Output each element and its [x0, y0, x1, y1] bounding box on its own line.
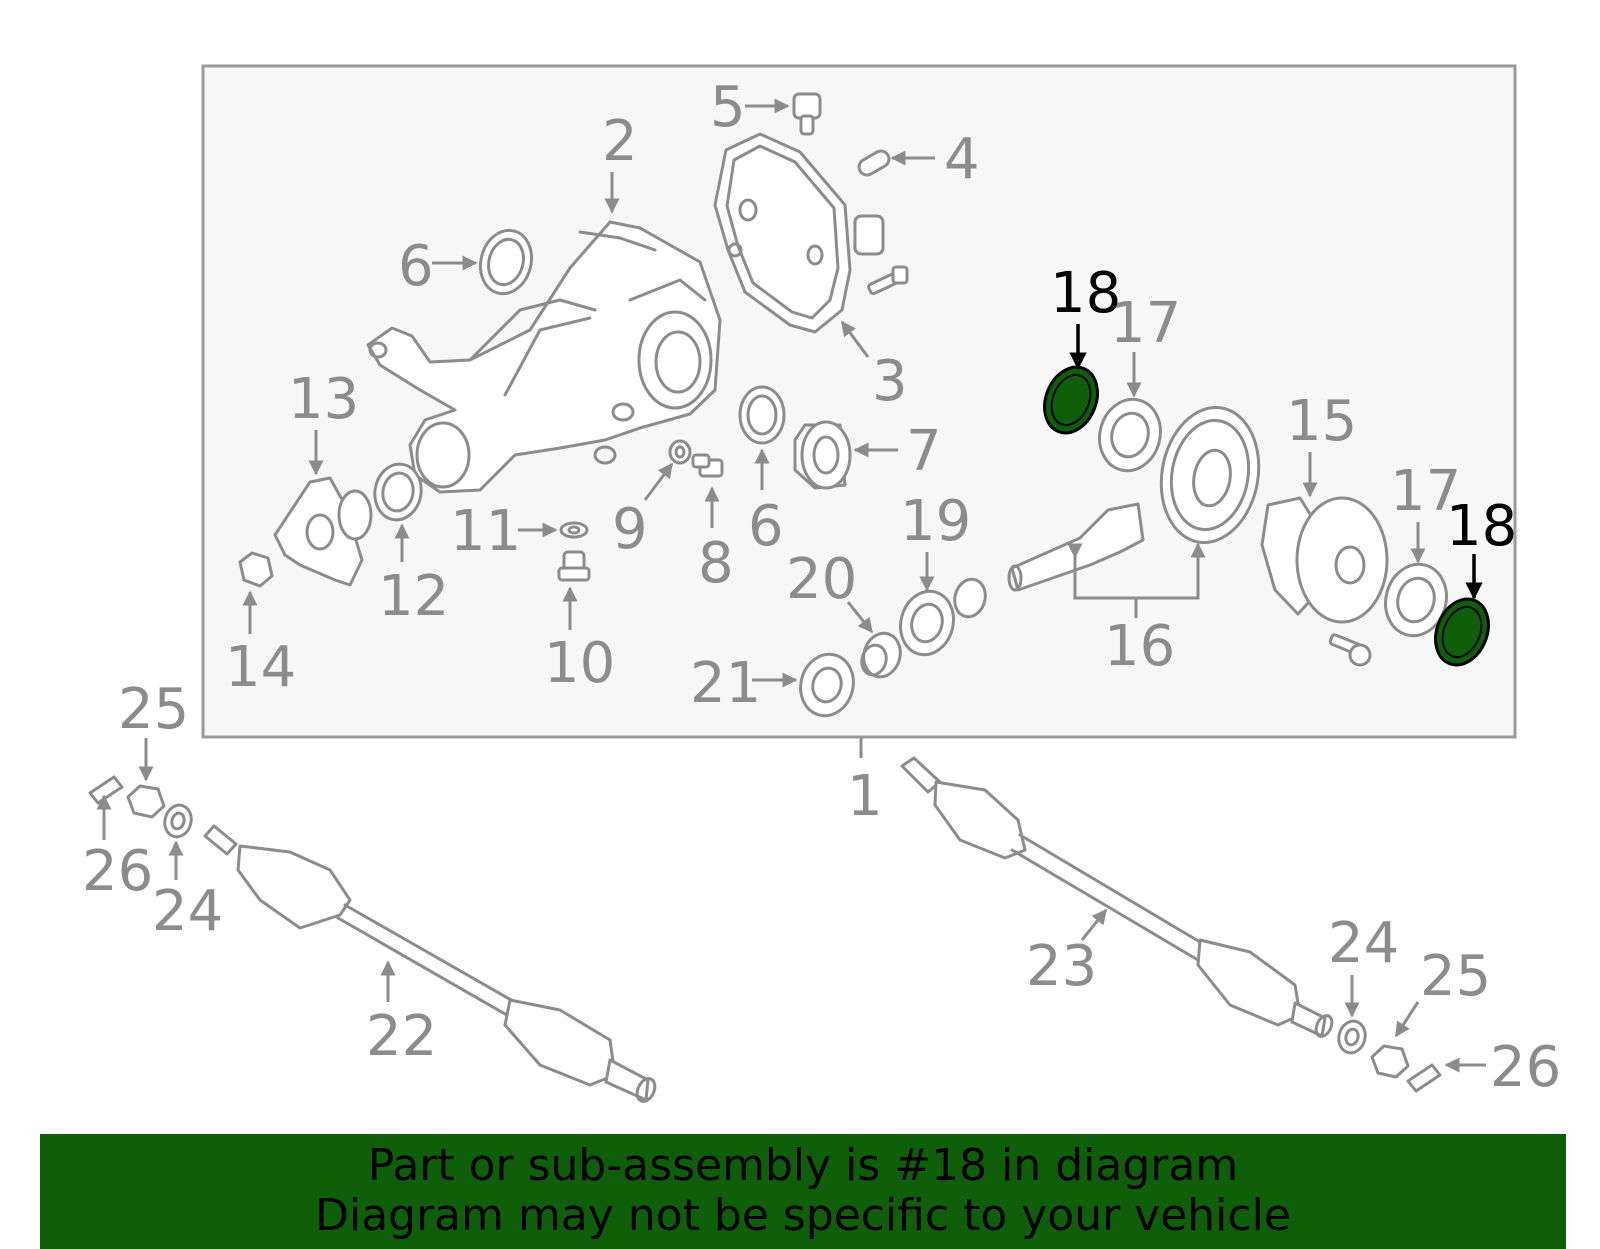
callout-18-right: 18	[1446, 494, 1517, 559]
part-24-washer-right[interactable]	[1335, 1018, 1368, 1056]
part-22-left-axle-shaft[interactable]	[203, 824, 658, 1104]
callout-2: 2	[602, 109, 638, 174]
part-17-bearing-right[interactable]	[1378, 557, 1455, 642]
callout-8: 8	[698, 531, 734, 596]
part-10-drain-plug[interactable]	[557, 550, 591, 582]
callout-6-upper: 6	[398, 234, 434, 299]
callout-6-lower: 6	[748, 494, 784, 559]
callout-24-left: 24	[152, 879, 223, 944]
callout-23: 23	[1026, 934, 1097, 999]
case-bolt[interactable]	[1328, 633, 1372, 667]
callout-10: 10	[544, 631, 615, 696]
callout-26-left: 26	[82, 839, 153, 904]
part-13-flange[interactable]	[273, 476, 373, 587]
part-8-bolt[interactable]	[691, 453, 724, 478]
part-11-gasket[interactable]	[559, 521, 589, 539]
part-2-carrier-housing[interactable]	[366, 220, 722, 494]
part-26-cotter-pin-left[interactable]	[88, 775, 124, 805]
callout-21: 21	[690, 651, 761, 716]
part-18-highlighted-right[interactable]	[1426, 591, 1498, 673]
callout-18-left: 18	[1050, 261, 1121, 326]
callout-labels: 1 2 3 4 5 6 6 7 8 9 10 11 12 13 14 15 16…	[82, 75, 1561, 1100]
part-24-washer-left[interactable]	[161, 802, 194, 840]
part-17-bearing-left[interactable]	[1092, 392, 1169, 477]
callout-4: 4	[944, 127, 980, 192]
part-9-washer[interactable]	[668, 439, 692, 465]
info-banner: Part or sub-assembly is #18 in diagram D…	[40, 1134, 1566, 1249]
callout-7: 7	[906, 419, 942, 484]
part-23-right-axle-shaft[interactable]	[900, 756, 1335, 1039]
callout-13: 13	[288, 367, 359, 432]
callout-25-right: 25	[1420, 944, 1491, 1009]
part-25-nut-right[interactable]	[1370, 1044, 1410, 1079]
part-20-collapsible-spacer[interactable]	[859, 629, 906, 681]
part-14-nut[interactable]	[238, 551, 274, 588]
callout-22: 22	[366, 1004, 437, 1069]
part-19-pinion-bearing[interactable]	[894, 576, 990, 661]
part-25-nut-left[interactable]	[126, 784, 166, 819]
cover-bolt[interactable]	[867, 265, 909, 296]
callout-17-right: 17	[1390, 459, 1461, 524]
banner-line-1: Part or sub-assembly is #18 in diagram	[367, 1140, 1239, 1191]
callout-26-right: 26	[1490, 1035, 1561, 1100]
part-15-differential-case[interactable]	[1260, 496, 1389, 624]
callout-25-left: 25	[118, 677, 189, 742]
callout-3: 3	[872, 349, 908, 414]
part-7-companion-flange[interactable]	[793, 420, 852, 490]
part-5-breather-vent[interactable]	[792, 92, 822, 136]
callout-19: 19	[900, 489, 971, 554]
callout-5: 5	[710, 75, 746, 140]
callout-12: 12	[378, 564, 449, 629]
callout-24-right: 24	[1328, 911, 1399, 976]
part-6-seal-lower[interactable]	[738, 385, 786, 445]
callout-15: 15	[1286, 389, 1357, 454]
part-4-dowel-pin[interactable]	[856, 148, 892, 178]
callout-16: 16	[1104, 614, 1175, 679]
part-3-rear-cover[interactable]	[713, 132, 885, 334]
part-26-cotter-pin-right[interactable]	[1406, 1063, 1442, 1093]
part-21-bearing[interactable]	[794, 648, 860, 721]
part-6-seal-upper[interactable]	[474, 225, 539, 300]
callout-20: 20	[786, 547, 857, 612]
callout-17-left: 17	[1110, 291, 1181, 356]
callout-14: 14	[225, 635, 296, 700]
part-12-seal[interactable]	[370, 460, 425, 523]
banner-line-2: Diagram may not be specific to your vehi…	[315, 1190, 1291, 1241]
leader-lines	[96, 98, 1486, 1073]
callout-1: 1	[847, 764, 883, 829]
callout-11: 11	[450, 499, 521, 564]
part-16-ring-gear[interactable]	[1151, 400, 1269, 551]
callout-9: 9	[612, 497, 648, 562]
